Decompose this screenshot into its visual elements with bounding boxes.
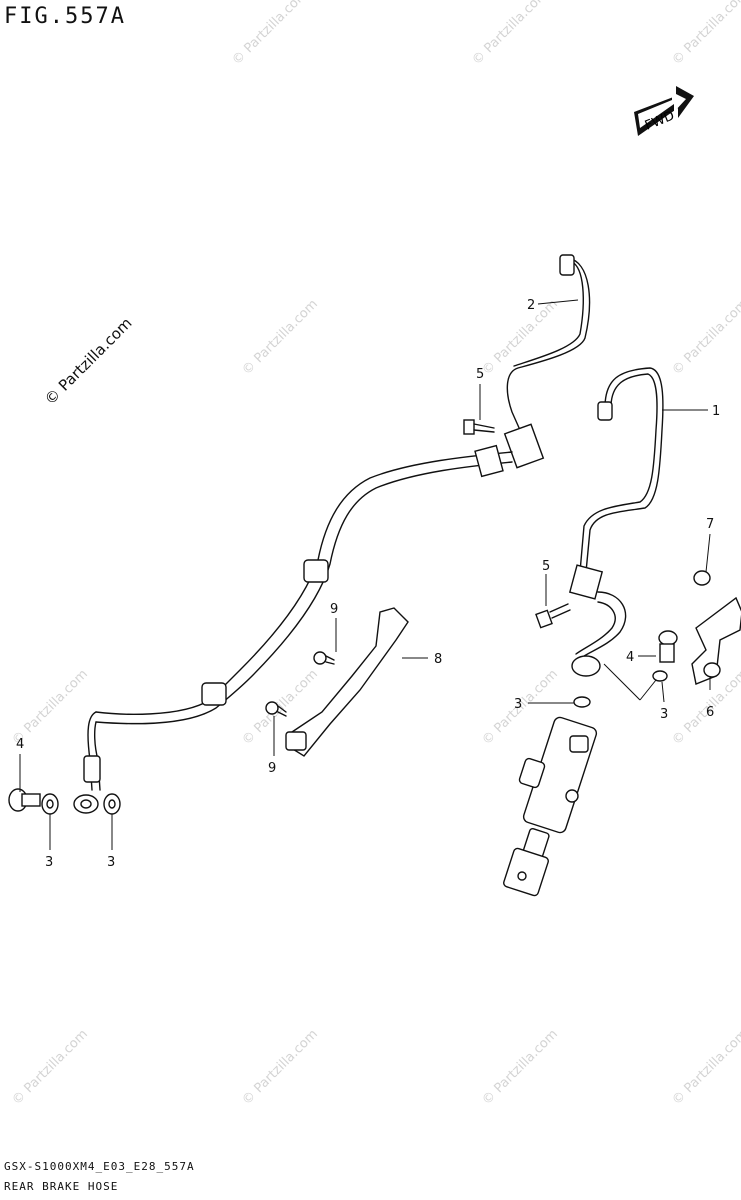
callout-4: 4: [16, 737, 24, 752]
bracket-part-6[interactable]: [691, 596, 741, 685]
callout-4: 4: [626, 650, 634, 665]
brake-hose-part-1[interactable]: [568, 367, 664, 677]
callout-9: 9: [330, 602, 338, 617]
callout-9: 9: [268, 761, 276, 776]
part-name: REAR BRAKE HOSE: [4, 1180, 119, 1193]
washer-part-3[interactable]: [103, 793, 121, 815]
master-cylinder[interactable]: [503, 716, 598, 897]
callout-1: 1: [712, 404, 720, 419]
callout-3: 3: [660, 707, 668, 722]
nut-part-7[interactable]: [693, 570, 711, 586]
washer-part-3[interactable]: [652, 670, 668, 682]
callout-2: 2: [527, 298, 535, 313]
callout-3: 3: [514, 697, 522, 712]
figure-title: FIG.557A: [4, 4, 126, 29]
bolt-part-5[interactable]: [463, 419, 495, 435]
callout-5: 5: [476, 367, 484, 382]
brake-hose-part-2[interactable]: [73, 254, 591, 814]
screw-part-9[interactable]: [265, 701, 287, 717]
hose-guard-part-8[interactable]: [285, 607, 409, 757]
screw-part-9[interactable]: [313, 651, 335, 665]
callout-3: 3: [45, 855, 53, 870]
washer-part-3[interactable]: [573, 696, 591, 708]
union-bolt-part-4[interactable]: [8, 788, 41, 812]
model-code: GSX-S1000XM4_E03_E28_557A: [4, 1160, 195, 1173]
callout-5: 5: [542, 559, 550, 574]
callout-3: 3: [107, 855, 115, 870]
bolt-part-5[interactable]: [535, 603, 571, 629]
callout-7: 7: [706, 517, 714, 532]
fwd-arrow-icon: FWD: [634, 86, 694, 136]
washer-part-3[interactable]: [41, 793, 59, 815]
callout-6: 6: [706, 705, 714, 720]
union-bolt-part-4[interactable]: [658, 630, 678, 663]
leader-lines: [19, 299, 711, 850]
callout-8: 8: [434, 652, 442, 667]
